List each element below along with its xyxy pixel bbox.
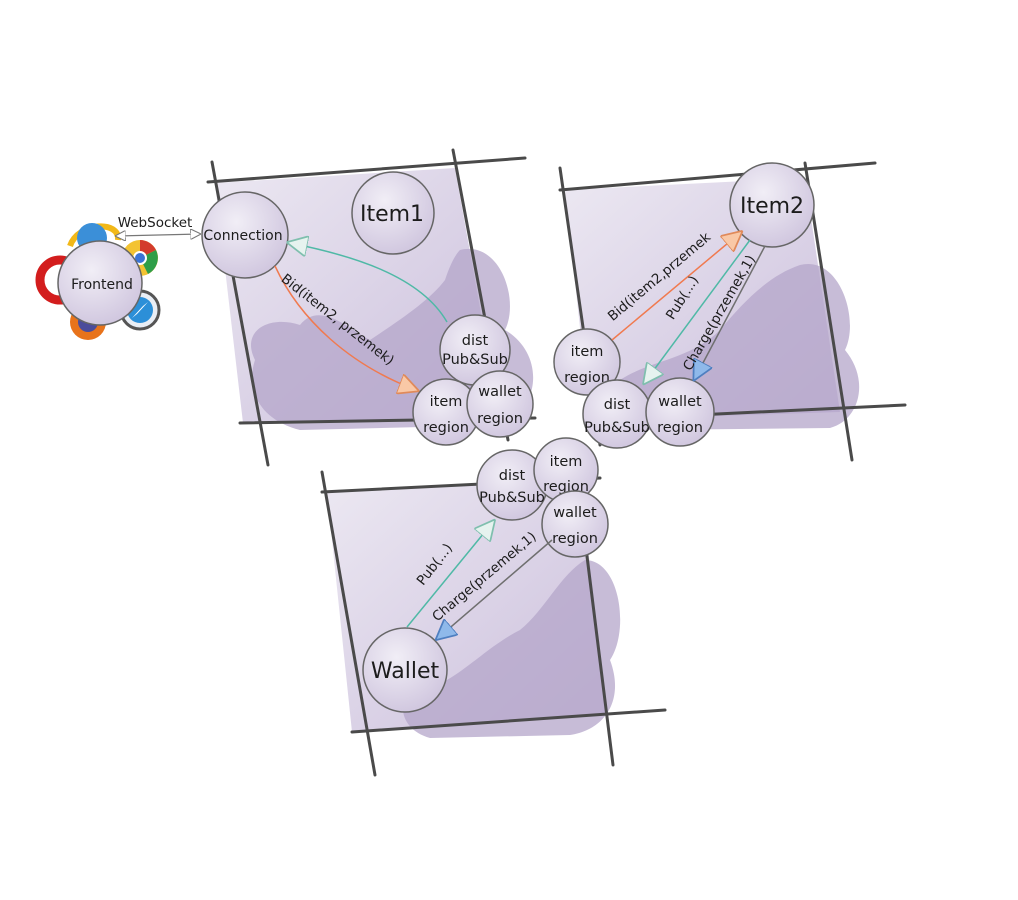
blob-3: [403, 560, 621, 738]
svg-text:dist: dist: [499, 468, 526, 484]
cluster-node-2: item region dist Pub&Sub wallet region: [553, 328, 715, 449]
edge-node1-pub: [290, 243, 448, 323]
svg-text:region: region: [423, 420, 469, 436]
svg-text:Pub&Sub: Pub&Sub: [584, 420, 650, 436]
svg-text:region: region: [477, 411, 523, 427]
bubble-wallet: Wallet: [362, 627, 448, 713]
svg-text:region: region: [564, 370, 610, 386]
websocket-label: WebSocket: [118, 215, 193, 231]
svg-text:dist: dist: [462, 333, 489, 349]
bubble-item1: Item1: [351, 171, 435, 255]
bubble-node2-dist: dist Pub&Sub: [582, 379, 652, 449]
svg-text:wallet: wallet: [553, 505, 597, 521]
bubble-node3-dist: dist Pub&Sub: [476, 449, 548, 521]
bubble-connection: Connection: [201, 191, 289, 279]
svg-text:item: item: [550, 454, 583, 470]
cluster-node-3: dist Pub&Sub item region wallet region: [476, 437, 609, 558]
svg-text:region: region: [552, 531, 598, 547]
svg-text:item: item: [430, 394, 463, 410]
svg-text:dist: dist: [604, 397, 631, 413]
bubble-node3-wallet-region: wallet region: [541, 490, 609, 558]
bubble-node1-item-region: item region: [412, 378, 480, 446]
wallet-label: Wallet: [371, 659, 440, 684]
connection-label: Connection: [203, 228, 282, 244]
cluster-node-1: dist Pub&Sub item region wallet region: [412, 314, 534, 446]
bubble-node1-wallet-region: wallet region: [466, 370, 534, 438]
bubble-frontend: Frontend: [57, 240, 143, 326]
bubble-item2: Item2: [729, 162, 815, 248]
svg-text:region: region: [657, 420, 703, 436]
svg-text:wallet: wallet: [478, 384, 522, 400]
svg-text:wallet: wallet: [658, 394, 702, 410]
bubble-node2-wallet-region: wallet region: [645, 377, 715, 447]
svg-text:Pub&Sub: Pub&Sub: [479, 490, 545, 506]
item1-label: Item1: [360, 202, 424, 227]
edge-websocket: WebSocket: [116, 215, 200, 236]
svg-text:item: item: [571, 344, 604, 360]
svg-text:Pub&Sub: Pub&Sub: [442, 352, 508, 368]
bubble-node2-item-region: item region: [553, 328, 621, 396]
frontend-label: Frontend: [71, 277, 133, 293]
bubble-node1-dist: dist Pub&Sub: [439, 314, 511, 386]
item2-label: Item2: [740, 194, 804, 219]
